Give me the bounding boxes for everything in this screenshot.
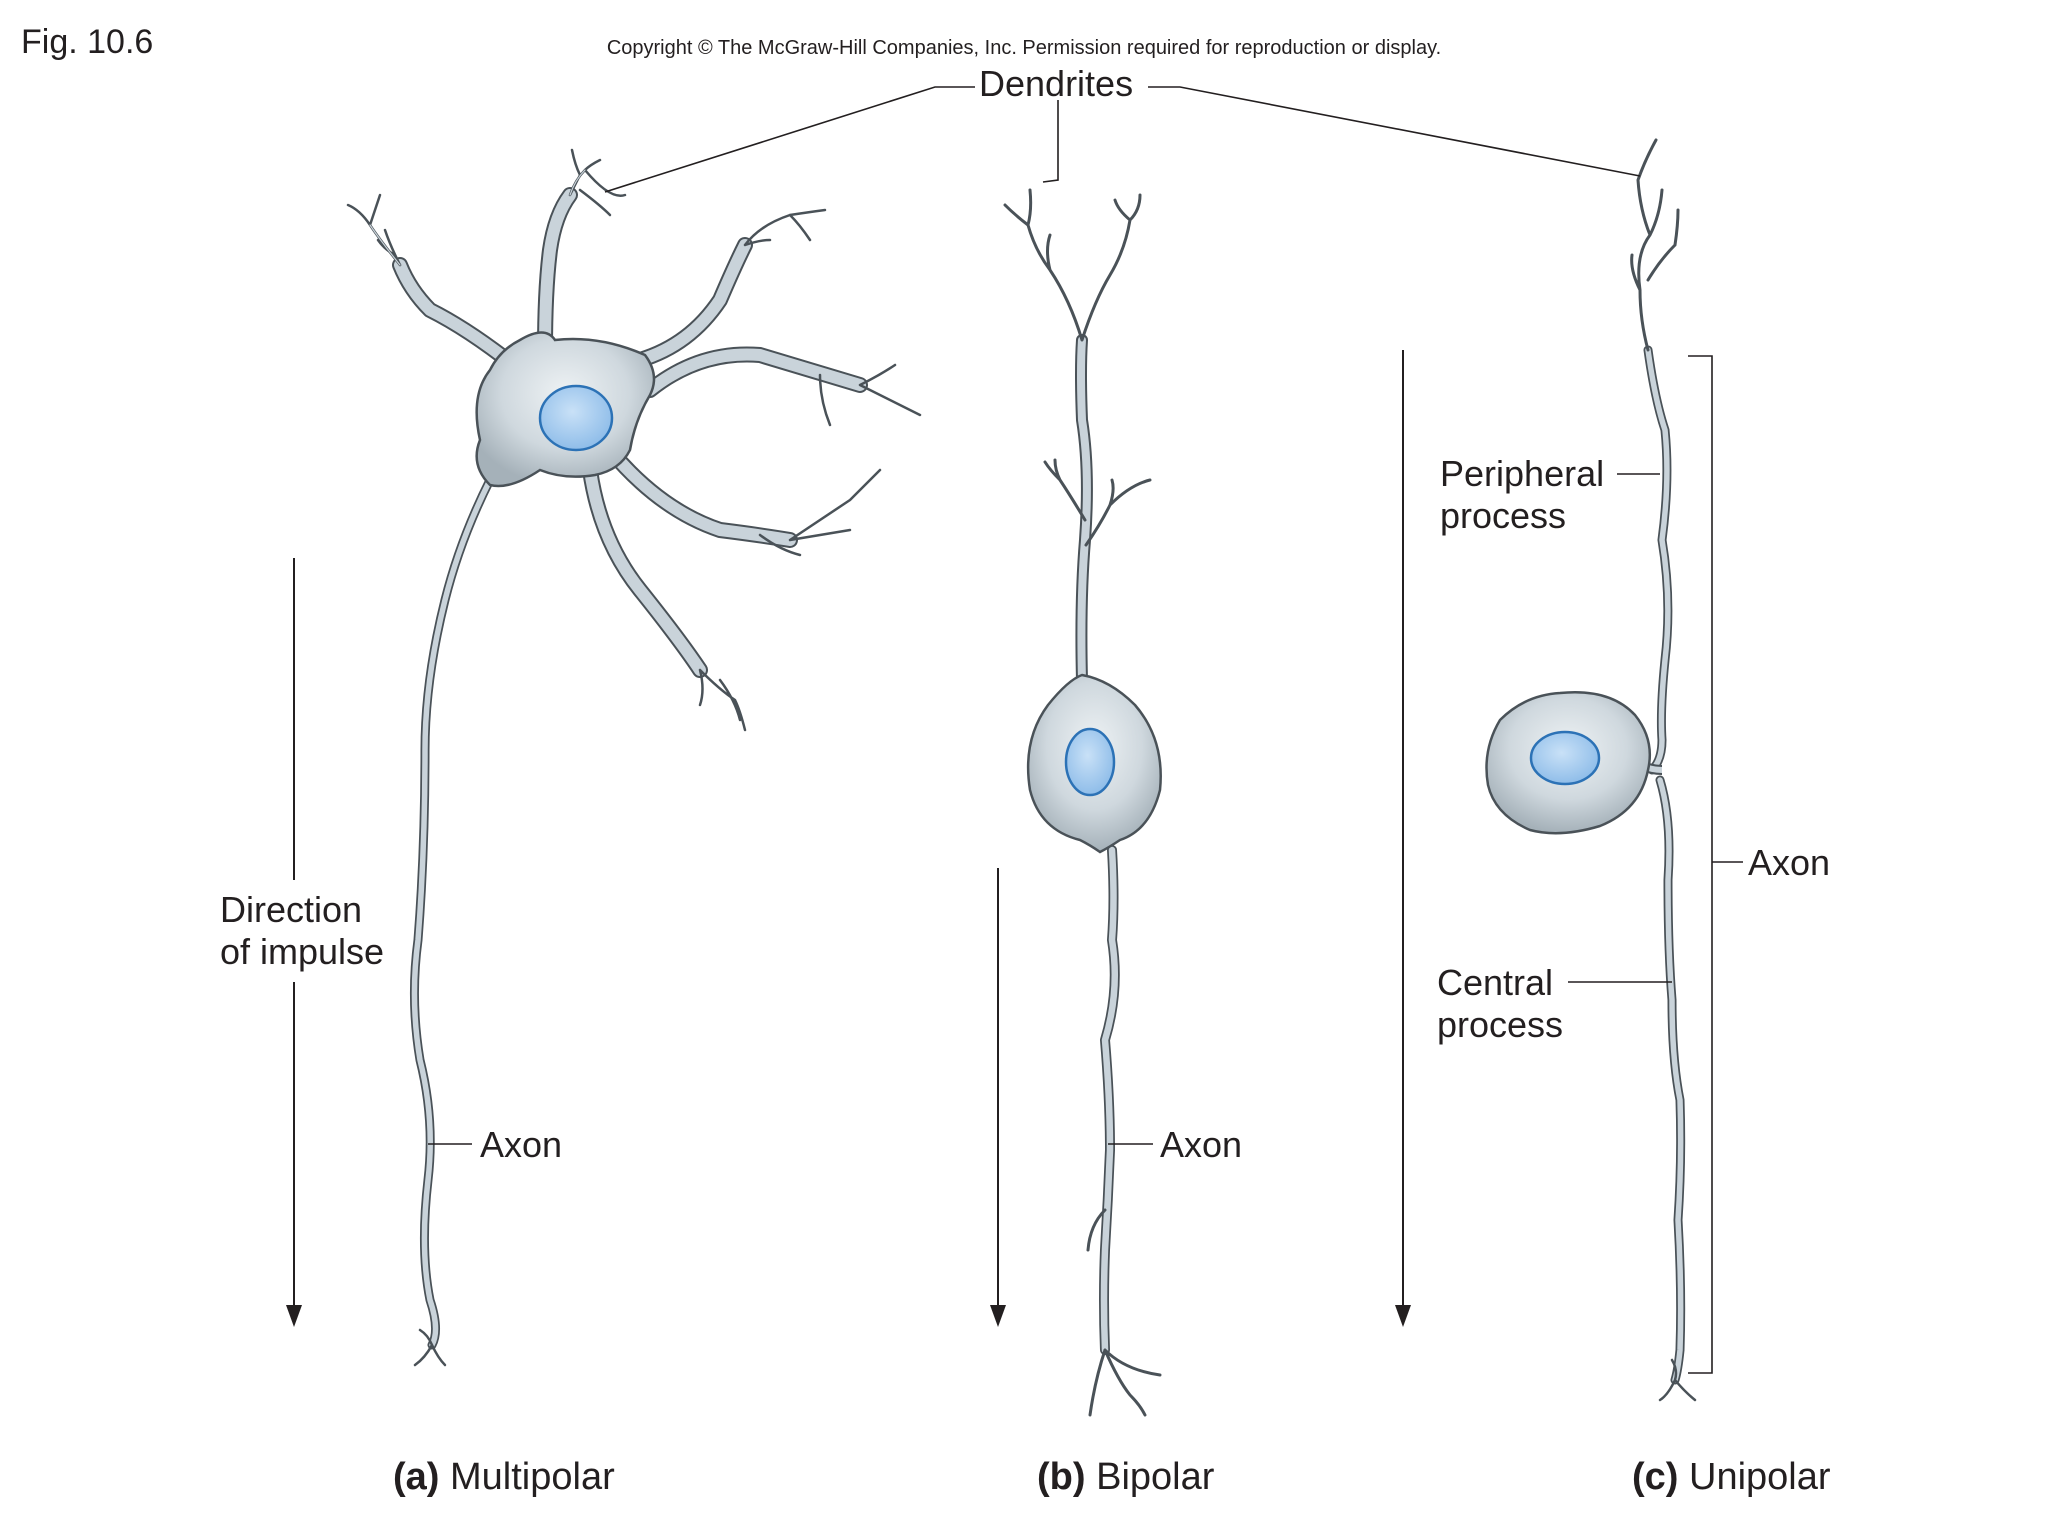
caption-bipolar-name: Bipolar	[1096, 1456, 1215, 1498]
direction-arrows	[286, 350, 1411, 1327]
caption-multipolar: (a) Multipolar	[393, 1458, 615, 1496]
central-process-label: Central process	[1437, 962, 1563, 1046]
axon-c-label: Axon	[1748, 842, 1831, 883]
unipolar-processes	[1630, 138, 1697, 1402]
central-line-1: Central	[1437, 962, 1554, 1003]
caption-bipolar-letter: (b)	[1037, 1456, 1086, 1498]
direction-arrow-b-head	[990, 1305, 1006, 1327]
axon-b-label: Axon	[1160, 1124, 1243, 1165]
caption-unipolar: (c) Unipolar	[1632, 1458, 1831, 1496]
unipolar-neuron	[1485, 138, 1697, 1402]
peripheral-line-1: Peripheral	[1440, 453, 1605, 494]
multipolar-dendrites	[346, 148, 922, 732]
multipolar-neuron	[346, 148, 922, 1367]
figure-label: Fig. 10.6	[21, 23, 154, 61]
bipolar-axon	[1086, 845, 1162, 1417]
bipolar-dendrites	[1003, 188, 1152, 686]
caption-unipolar-name: Unipolar	[1689, 1456, 1831, 1498]
direction-of-impulse-label: Direction of impulse	[220, 889, 384, 973]
caption-bipolar: (b) Bipolar	[1037, 1458, 1214, 1496]
dendrites-leader-a	[604, 86, 975, 193]
axon-a-label: Axon	[480, 1124, 563, 1165]
peripheral-process-label: Peripheral process	[1440, 453, 1604, 537]
axon-c-bracket	[1688, 355, 1713, 1374]
central-line-2: process	[1437, 1004, 1564, 1045]
bipolar-nucleus	[1064, 727, 1116, 797]
multipolar-axon	[409, 475, 495, 1367]
multipolar-nucleus	[538, 384, 614, 452]
caption-multipolar-letter: (a)	[393, 1456, 440, 1498]
dendrites-leader-c	[1148, 86, 1641, 177]
bipolar-neuron	[1003, 188, 1162, 1417]
dendrites-leader-b	[1042, 100, 1059, 183]
unipolar-nucleus	[1529, 730, 1601, 786]
caption-multipolar-name: Multipolar	[450, 1456, 615, 1498]
direction-arrow-c-head	[1395, 1305, 1411, 1327]
dendrites-label: Dendrites	[979, 63, 1134, 104]
caption-unipolar-letter: (c)	[1632, 1456, 1679, 1498]
direction-arrow-a-head	[286, 1305, 302, 1327]
copyright-notice: Copyright © The McGraw-Hill Companies, I…	[606, 37, 1442, 59]
leader-lines	[428, 86, 1743, 1374]
peripheral-line-2: process	[1440, 495, 1567, 536]
direction-line-1: Direction	[220, 889, 363, 930]
direction-line-2: of impulse	[220, 931, 385, 972]
